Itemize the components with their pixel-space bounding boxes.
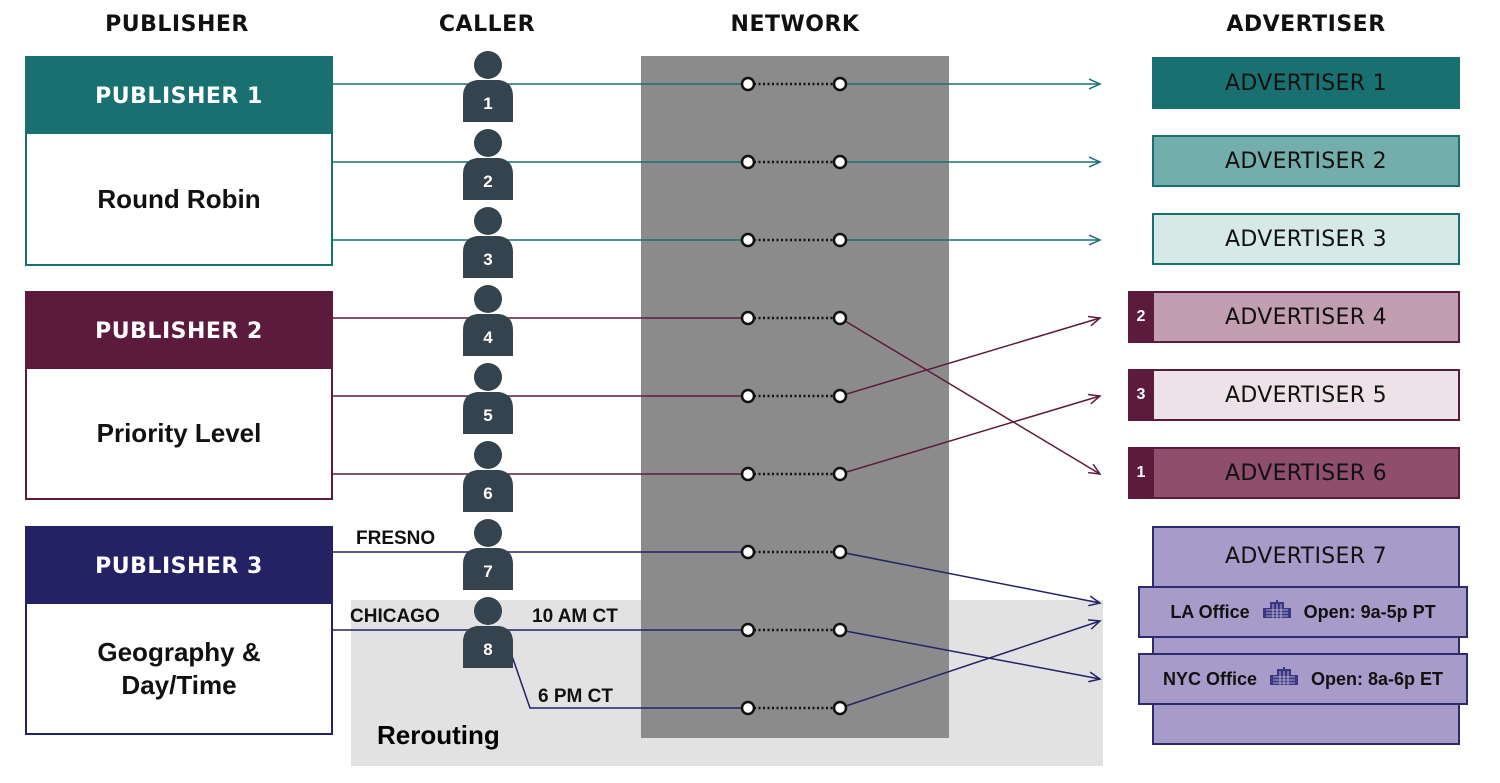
wire-out-7 bbox=[839, 551, 1101, 604]
network-node-in-4 bbox=[740, 310, 756, 326]
network-node-out-9 bbox=[832, 700, 848, 716]
nyc-office-card: NYC Office Open: 8a-6p ET bbox=[1138, 653, 1468, 705]
advertiser-7-label: ADVERTISER 7 bbox=[1225, 544, 1387, 569]
publisher-column-header: PUBLISHER bbox=[105, 12, 249, 37]
network-node-in-1 bbox=[740, 76, 756, 92]
network-node-in-8 bbox=[740, 622, 756, 638]
wire-out-6pm-arrowhead bbox=[1087, 619, 1102, 630]
wire-out-3-arrowhead bbox=[1088, 234, 1102, 246]
caller-icon: 3 bbox=[459, 204, 517, 278]
wire-out-7-arrowhead bbox=[1088, 595, 1102, 607]
wire-out-6 bbox=[839, 395, 1101, 475]
advertiser-1-box: ADVERTISER 1 bbox=[1152, 57, 1460, 109]
publisher-1-card: PUBLISHER 1 Round Robin bbox=[25, 56, 333, 266]
time-6pm-label: 6 PM CT bbox=[538, 686, 613, 707]
priority-badge-advertiser-4: 2 bbox=[1128, 291, 1154, 343]
caller-number: 5 bbox=[483, 406, 493, 425]
network-node-out-6 bbox=[832, 466, 848, 482]
caller-number: 1 bbox=[483, 94, 493, 113]
caller-number: 4 bbox=[483, 328, 493, 347]
la-office-hours: Open: 9a-5p PT bbox=[1303, 601, 1436, 622]
wire-out-4-arrowhead bbox=[1087, 463, 1102, 475]
rerouting-label: Rerouting bbox=[377, 720, 500, 750]
caller-column-header: CALLER bbox=[438, 12, 536, 37]
wire-out-5 bbox=[839, 317, 1101, 397]
network-node-out-5 bbox=[832, 388, 848, 404]
caller-icon: 2 bbox=[459, 126, 517, 200]
advertiser-4-box: ADVERTISER 4 bbox=[1152, 291, 1460, 343]
caller-number: 2 bbox=[483, 172, 493, 191]
time-10am-label: 10 AM CT bbox=[532, 606, 618, 627]
wire-out-8 bbox=[839, 629, 1101, 680]
network-column-header: NETWORK bbox=[730, 12, 860, 37]
network-node-out-4 bbox=[832, 310, 848, 326]
wire-out-2-arrowhead bbox=[1088, 156, 1102, 168]
la-office-card: LA Office Open: 9a-5p PT bbox=[1138, 586, 1468, 638]
network-node-out-7 bbox=[832, 544, 848, 560]
publisher-1-strategy: Round Robin bbox=[97, 183, 261, 214]
priority-badge-advertiser-6: 1 bbox=[1128, 447, 1154, 499]
publisher-2-card: PUBLISHER 2 Priority Level bbox=[25, 291, 333, 500]
wire-out-6-arrowhead bbox=[1088, 393, 1102, 405]
network-node-out-3 bbox=[832, 232, 848, 248]
network-node-in-6 bbox=[740, 466, 756, 482]
network-node-out-2 bbox=[832, 154, 848, 170]
nyc-office-hours: Open: 8a-6p ET bbox=[1311, 668, 1444, 689]
building-icon bbox=[1269, 666, 1299, 692]
publisher-2-title: PUBLISHER 2 bbox=[27, 293, 331, 369]
caller-number: 3 bbox=[483, 250, 493, 269]
caller-number: 7 bbox=[483, 562, 493, 581]
publisher-3-card: PUBLISHER 3 Geography & Day/Time bbox=[25, 526, 333, 735]
network-node-out-8 bbox=[832, 622, 848, 638]
network-node-in-7 bbox=[740, 544, 756, 560]
building-icon bbox=[1262, 599, 1292, 625]
advertiser-6-box: ADVERTISER 6 bbox=[1152, 447, 1460, 499]
network-node-in-2 bbox=[740, 154, 756, 170]
caller-icon: 5 bbox=[459, 360, 517, 434]
caller-number: 8 bbox=[483, 640, 493, 659]
caller-icon: 8 bbox=[459, 594, 517, 668]
advertiser-5-box: ADVERTISER 5 bbox=[1152, 369, 1460, 421]
network-node-in-3 bbox=[740, 232, 756, 248]
wire-out-5-arrowhead bbox=[1088, 315, 1102, 327]
la-office-label: LA Office bbox=[1170, 601, 1250, 622]
wire-out-1-arrowhead bbox=[1088, 78, 1102, 90]
wire-out-8-arrowhead bbox=[1088, 671, 1102, 683]
publisher-3-strategy: Geography & Day/Time bbox=[97, 637, 261, 700]
wire-out-6pm bbox=[839, 620, 1101, 709]
advertiser-2-box: ADVERTISER 2 bbox=[1152, 135, 1460, 187]
publisher-2-strategy: Priority Level bbox=[96, 418, 262, 449]
nyc-office-label: NYC Office bbox=[1162, 668, 1257, 689]
wire-out-4 bbox=[839, 317, 1101, 475]
publisher-3-title: PUBLISHER 3 bbox=[27, 528, 331, 604]
network-node-out-1 bbox=[832, 76, 848, 92]
priority-badge-advertiser-5: 3 bbox=[1128, 369, 1154, 421]
caller-icon: 1 bbox=[459, 48, 517, 122]
caller-icon: 4 bbox=[459, 282, 517, 356]
caller-icon: 6 bbox=[459, 438, 517, 512]
advertiser-column-header: ADVERTISER bbox=[1226, 12, 1386, 37]
network-node-in-9 bbox=[740, 700, 756, 716]
network-node-in-5 bbox=[740, 388, 756, 404]
fresno-label: FRESNO bbox=[356, 528, 436, 549]
chicago-label: CHICAGO bbox=[350, 606, 440, 627]
publisher-1-title: PUBLISHER 1 bbox=[27, 58, 331, 134]
caller-icon: 7 bbox=[459, 516, 517, 590]
caller-number: 6 bbox=[483, 484, 493, 503]
advertiser-3-box: ADVERTISER 3 bbox=[1152, 213, 1460, 265]
